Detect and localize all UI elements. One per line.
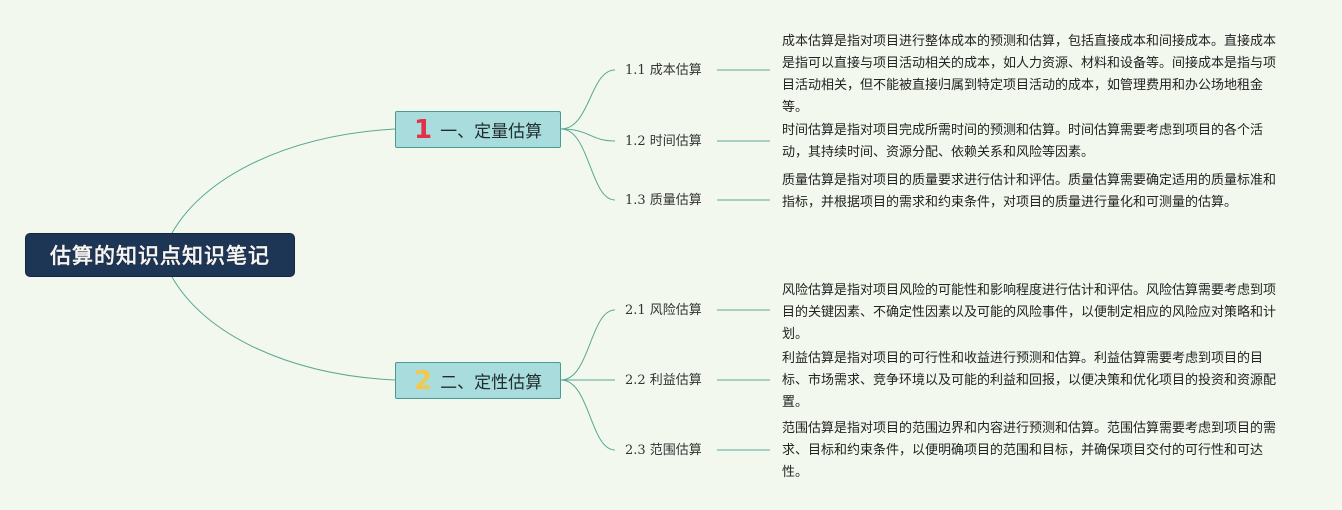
connector-branch-1-topic-3 bbox=[560, 128, 616, 201]
desc-quality-estimation: 质量估算是指对项目的质量要求进行估计和评估。质量估算需要确定适用的质量标准和指标… bbox=[782, 173, 1277, 210]
desc-cost-estimation: 成本估算是指对项目进行整体成本的预测和估算，包括直接成本和间接成本。直接成本是指… bbox=[782, 34, 1277, 115]
branch-number-2: 2 bbox=[414, 365, 433, 396]
desc-time-estimation: 时间估算是指对项目完成所需时间的预测和估算。时间估算需要考虑到项目的各个活动，其… bbox=[782, 123, 1264, 160]
desc-risk-estimation: 风险估算是指对项目风险的可能性和影响程度进行估计和评估。风险估算需要考虑到项目的… bbox=[782, 283, 1277, 342]
branch-label: 二、定性估算 bbox=[440, 373, 543, 393]
root-node[interactable]: 估算的知识点知识笔记 bbox=[25, 233, 295, 277]
root-title: 估算的知识点知识笔记 bbox=[50, 244, 270, 268]
connector-root-branch-1 bbox=[171, 128, 396, 234]
topic-scope-estimation[interactable]: 2.3 范围估算 bbox=[625, 443, 702, 458]
branch-label: 一、定量估算 bbox=[440, 122, 543, 142]
topic-cost-estimation[interactable]: 1.1 成本估算 bbox=[625, 63, 702, 78]
connector-branch-1-topic-1 bbox=[560, 69, 616, 130]
connector-branch-2-topic-3 bbox=[560, 379, 616, 451]
branch-node-quantitative[interactable]: 1 一、定量估算 bbox=[395, 111, 561, 148]
topic-risk-estimation[interactable]: 2.1 风险估算 bbox=[625, 303, 702, 318]
desc-scope-estimation: 范围估算是指对项目的范围边界和内容进行预测和估算。范围估算需要考虑到项目的需求、… bbox=[782, 421, 1277, 480]
topic-quality-estimation[interactable]: 1.3 质量估算 bbox=[625, 193, 702, 208]
topic-benefit-estimation[interactable]: 2.2 利益估算 bbox=[625, 373, 702, 388]
connector-branch-1-topic-2 bbox=[560, 128, 616, 142]
connector-root-branch-2 bbox=[171, 276, 396, 381]
branch-node-qualitative[interactable]: 2 二、定性估算 bbox=[395, 362, 561, 399]
topic-time-estimation[interactable]: 1.2 时间估算 bbox=[625, 134, 702, 149]
desc-benefit-estimation: 利益估算是指对项目的可行性和收益进行预测和估算。利益估算需要考虑到项目的目标、市… bbox=[782, 351, 1277, 410]
branch-number-1: 1 bbox=[414, 114, 433, 145]
connector-branch-2-topic-1 bbox=[560, 309, 616, 381]
